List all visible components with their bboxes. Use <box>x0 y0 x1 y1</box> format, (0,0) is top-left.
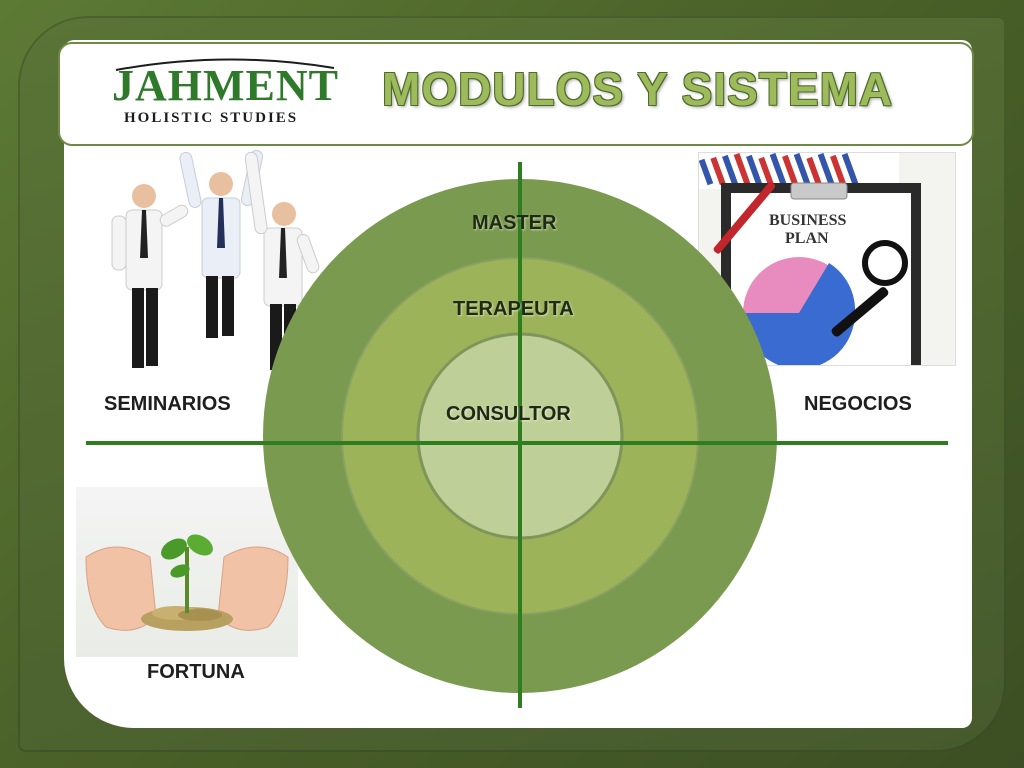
label-consultor: CONSULTOR <box>446 403 571 426</box>
page-title: MODULOS Y SISTEMA <box>382 62 893 116</box>
plant-coins-illustration <box>76 487 298 657</box>
plant-coins-image <box>76 487 298 657</box>
header-bar: JAHMENT HOLISTIC STUDIES MODULOS Y SISTE… <box>58 42 974 146</box>
label-master: MASTER <box>472 212 556 235</box>
company-logo: JAHMENT HOLISTIC STUDIES <box>112 56 342 136</box>
label-seminarios: SEMINARIOS <box>104 393 231 416</box>
business-plan-illustration: BUSINESS PLAN <box>699 153 956 366</box>
logo-wordmark: JAHMENT <box>112 60 339 111</box>
label-terapeuta: TERAPEUTA <box>453 298 574 321</box>
label-negocios: NEGOCIOS <box>804 393 912 416</box>
logo-subtitle: HOLISTIC STUDIES <box>124 110 298 127</box>
business-plan-image: BUSINESS PLAN <box>698 152 956 366</box>
sprout-icon <box>157 530 216 613</box>
business-plan-text-2: PLAN <box>785 230 829 247</box>
label-fortuna: FORTUNA <box>147 661 245 684</box>
person-left <box>112 184 190 368</box>
business-plan-text-1: BUSINESS <box>769 212 846 229</box>
pie-chart <box>743 257 855 366</box>
person-right <box>244 152 320 370</box>
people-celebrating-image <box>104 148 322 384</box>
